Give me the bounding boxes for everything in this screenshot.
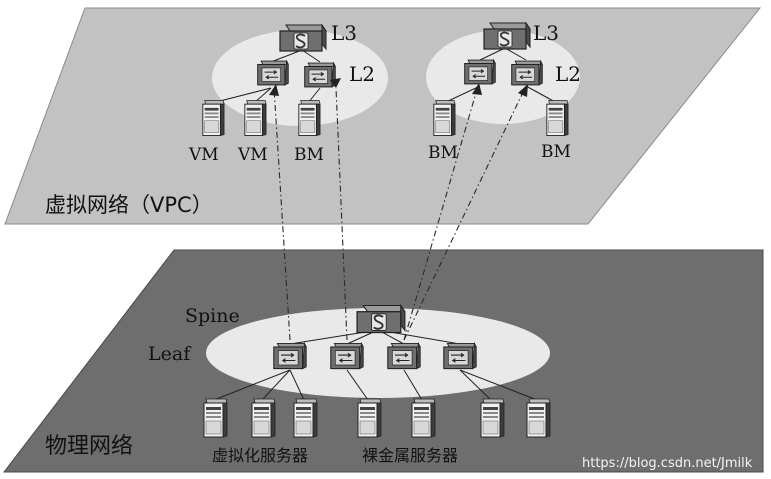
virtualization-server-icon [251, 398, 276, 438]
physical-links [213, 329, 538, 401]
physical-cloud [206, 308, 550, 398]
virtualization-servers-label: 虚拟化服务器 [212, 446, 308, 465]
spine-label: Spine [185, 305, 240, 327]
leaf-switch-icon [273, 342, 307, 370]
vpc-to-physical-mappings [273, 85, 527, 341]
arrowhead-icon [330, 78, 341, 88]
arrowhead-icon [269, 84, 279, 96]
vpc-plane [4, 7, 762, 225]
bm-server-icon [433, 99, 456, 137]
bare-metal-servers-label: 裸金属服务器 [362, 446, 458, 465]
bm-server-icon [298, 99, 321, 137]
bare-metal-server-icon [480, 398, 505, 438]
leaf-switch-icon [330, 342, 364, 370]
leaf-label: Leaf [148, 343, 192, 365]
bm-server-icon [546, 99, 569, 137]
l3-label: L3 [533, 21, 559, 45]
host-label: BM [541, 142, 571, 162]
watermark: https://blog.csdn.net/Jmilk [582, 456, 753, 471]
physical-title: 物理网络 [45, 434, 133, 459]
host-label: BM [294, 145, 324, 165]
arrowhead-icon [518, 84, 528, 97]
vpc-cloud-right [426, 30, 580, 124]
arrowhead-icon [472, 83, 482, 95]
leaf-switch-icon [387, 342, 421, 370]
vpc-right-switch-icon [464, 59, 496, 85]
vpc-title: 虚拟网络（VPC） [45, 193, 213, 217]
host-label: BM [428, 143, 458, 163]
l2-label: L2 [555, 62, 581, 86]
leaf-switch-icon [443, 342, 477, 370]
l3-label: L3 [331, 21, 357, 45]
vm-server-icon [202, 99, 225, 137]
vm-server-icon [244, 99, 267, 137]
vpc-left-switch-icon [304, 62, 336, 88]
bare-metal-server-icon [526, 398, 551, 438]
bare-metal-server-icon [411, 398, 436, 438]
host-label: VM [237, 145, 268, 165]
virtualization-server-icon [203, 398, 228, 438]
virtualization-server-icon [293, 398, 318, 438]
l2-label: L2 [349, 62, 375, 86]
vpc-left-switch-icon [257, 60, 289, 86]
vpc-right-switch-icon [511, 60, 543, 86]
bare-metal-server-icon [357, 398, 382, 438]
host-label: VM [188, 145, 219, 165]
